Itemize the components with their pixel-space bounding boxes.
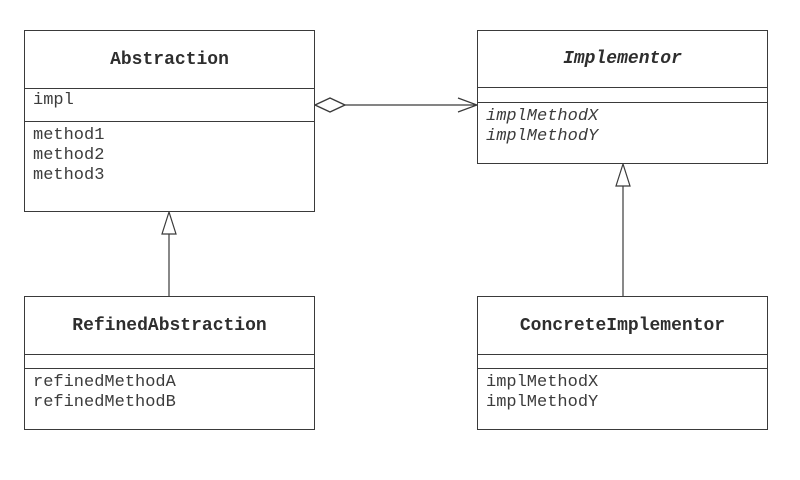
methods-concrete-implementor: implMethodX implMethodY [478, 369, 767, 413]
field-impl: impl [33, 91, 74, 110]
class-implementor[interactable]: Implementor implMethodX implMethodY [477, 30, 768, 164]
class-name-refined-abstraction: RefinedAbstraction [25, 297, 314, 355]
aggregation-diamond [313, 97, 347, 113]
aggregation-connector [313, 97, 479, 113]
method-item: refinedMethodA [33, 373, 176, 392]
method-item: implMethodX [486, 373, 599, 392]
method-item: method2 [33, 146, 105, 165]
methods-abstraction: method1 method2 method3 [25, 122, 314, 186]
generalization-concrete-triangle [615, 162, 631, 187]
method-item: method3 [33, 166, 105, 185]
class-abstraction[interactable]: Abstraction impl method1 method2 method3 [24, 30, 315, 212]
class-name-abstraction: Abstraction [25, 31, 314, 89]
method-item: implMethodY [486, 393, 599, 412]
methods-implementor: implMethodX implMethodY [478, 103, 767, 147]
generalization-refined-connector [161, 210, 177, 296]
generalization-concrete-connector [615, 162, 631, 296]
class-name-implementor: Implementor [478, 31, 767, 88]
methods-refined-abstraction: refinedMethodA refinedMethodB [25, 369, 314, 413]
generalization-refined-triangle [161, 210, 177, 235]
fields-abstraction: impl [25, 89, 314, 122]
fields-implementor [478, 88, 767, 103]
fields-concrete-implementor [478, 355, 767, 369]
class-refined-abstraction[interactable]: RefinedAbstraction refinedMethodA refine… [24, 296, 315, 430]
method-item: refinedMethodB [33, 393, 176, 412]
class-concrete-implementor[interactable]: ConcreteImplementor implMethodX implMeth… [477, 296, 768, 430]
fields-refined-abstraction [25, 355, 314, 369]
method-item: implMethodX [486, 107, 599, 126]
class-name-concrete-implementor: ConcreteImplementor [478, 297, 767, 355]
method-item: method1 [33, 126, 105, 145]
method-item: implMethodY [486, 127, 599, 146]
